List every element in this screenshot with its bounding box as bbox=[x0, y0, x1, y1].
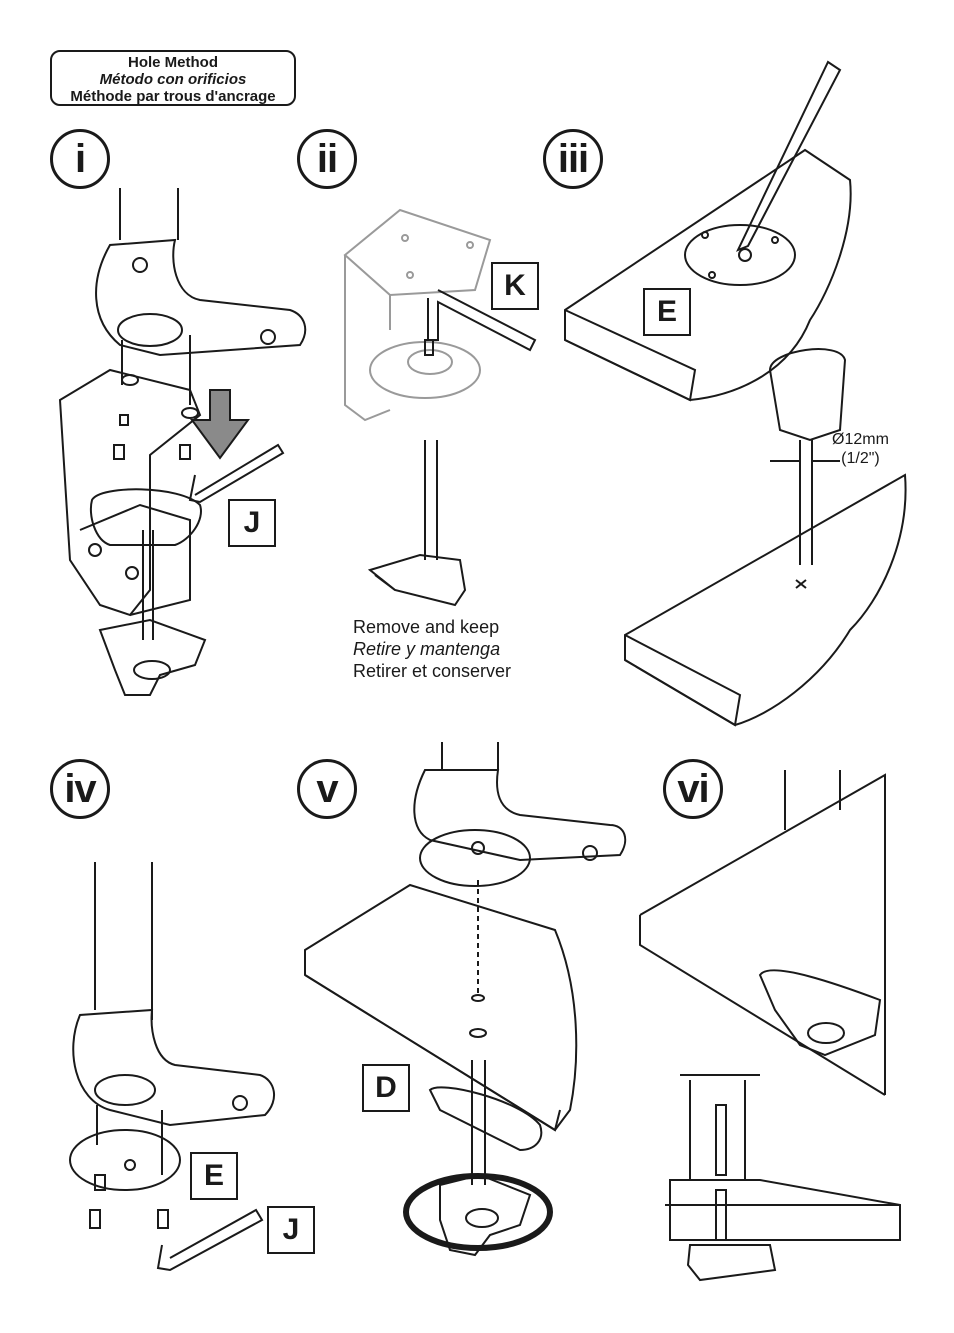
step-ii-caption: Remove and keep Retire y mantenga Retire… bbox=[353, 616, 511, 682]
caption-spanish: Retire y mantenga bbox=[353, 639, 501, 659]
title-spanish: Método con orificios bbox=[99, 71, 247, 88]
drill-diameter-inches: (1/2") bbox=[841, 450, 880, 467]
step-badge-v: v bbox=[297, 759, 357, 819]
step-badge-i: i bbox=[50, 129, 110, 189]
part-label-e-step-iii: E bbox=[643, 288, 691, 336]
step-badge-vi: vi bbox=[663, 759, 723, 819]
step-iii-illustration bbox=[564, 60, 907, 727]
step-vi-illustration bbox=[639, 770, 901, 1282]
caption-english: Remove and keep bbox=[353, 617, 500, 637]
step-badge-ii: ii bbox=[297, 129, 357, 189]
step-iv-illustration bbox=[69, 862, 275, 1272]
caption-french: Retirer et conserver bbox=[353, 661, 512, 681]
step-ii-illustration bbox=[343, 208, 537, 607]
part-label-j-step-iv: J bbox=[267, 1206, 315, 1254]
drill-diameter-mm: Ø12mm bbox=[832, 431, 889, 448]
step-i-illustration bbox=[58, 188, 307, 696]
part-label-e-step-iv: E bbox=[190, 1152, 238, 1200]
part-label-d: D bbox=[362, 1064, 410, 1112]
step-badge-iv: iv bbox=[50, 759, 110, 819]
part-label-k: K bbox=[491, 262, 539, 310]
title-english: Hole Method bbox=[128, 54, 218, 71]
step-badge-iii: iii bbox=[543, 129, 603, 189]
step-v-illustration bbox=[304, 742, 627, 1257]
drill-bit-size: Ø12mm (1/2") bbox=[832, 430, 889, 468]
title-french: Méthode par trous d'ancrage bbox=[70, 88, 276, 105]
method-title-box: Hole Method Método con orificios Méthode… bbox=[50, 50, 296, 106]
part-label-j-step-i: J bbox=[228, 499, 276, 547]
